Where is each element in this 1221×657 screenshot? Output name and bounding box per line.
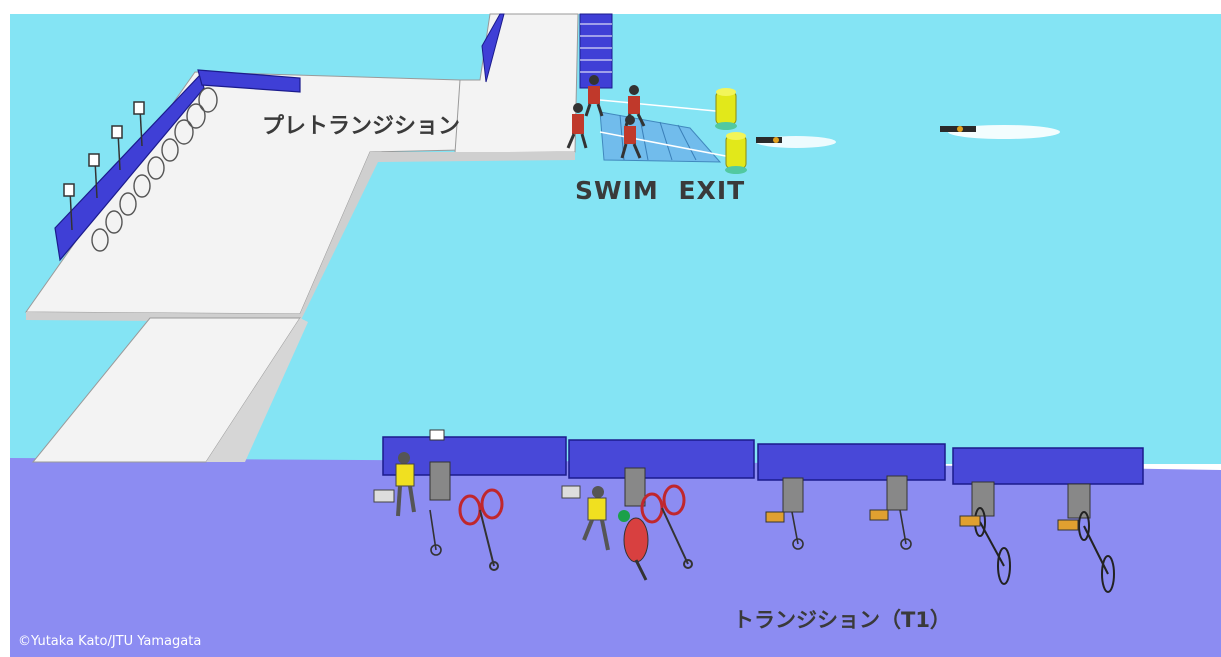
buoy-lower [725, 132, 747, 174]
bag-racks [429, 461, 1091, 519]
transition-t1-label: トランジション（T1） [733, 608, 951, 632]
pre-transition-fence [54, 69, 301, 262]
top-fence [481, 13, 505, 83]
swimmer-1 [756, 136, 836, 148]
racing-chair-1 [458, 488, 504, 571]
handler-4 [620, 115, 642, 159]
top-margin [0, 0, 1221, 14]
lane-rope-lower [599, 131, 737, 159]
transition-fences [382, 429, 1144, 485]
buoy-upper [715, 88, 737, 130]
wheelchair-row [91, 87, 218, 252]
t1-fence-panel-2 [568, 439, 755, 479]
handbike-athlete [618, 510, 649, 581]
handler-yellow-2 [582, 486, 610, 551]
crates [765, 509, 1079, 531]
handler-2 [584, 75, 604, 117]
handler-yellow-1 [395, 452, 416, 517]
copyright-notice: ©Yutaka Kato/JTU Yamagata [18, 634, 202, 649]
fence-panel-long [54, 73, 205, 262]
fence-panel-top [197, 69, 301, 93]
swimmer-2 [940, 125, 1060, 139]
swim-exit-handlers [566, 75, 646, 159]
t1-fence-panel-4 [952, 447, 1144, 485]
t1-sign [429, 429, 445, 441]
racing-chair-2 [640, 484, 693, 569]
dock-ramp-side [206, 318, 308, 462]
handler-3 [624, 85, 646, 127]
lane-rope-upper [599, 99, 727, 113]
chairs [373, 485, 581, 503]
swim-exit-label: SWIM EXIT [575, 176, 746, 205]
transition-floor [10, 458, 1221, 657]
pre-transition-label: プレトランジション [262, 114, 461, 139]
handcycles [429, 509, 912, 556]
t1-fence-panel-3 [757, 443, 946, 481]
sign-posts [63, 101, 145, 231]
t1-equipment [373, 452, 1115, 593]
handler-1 [566, 103, 588, 149]
bicycles [974, 507, 1115, 593]
